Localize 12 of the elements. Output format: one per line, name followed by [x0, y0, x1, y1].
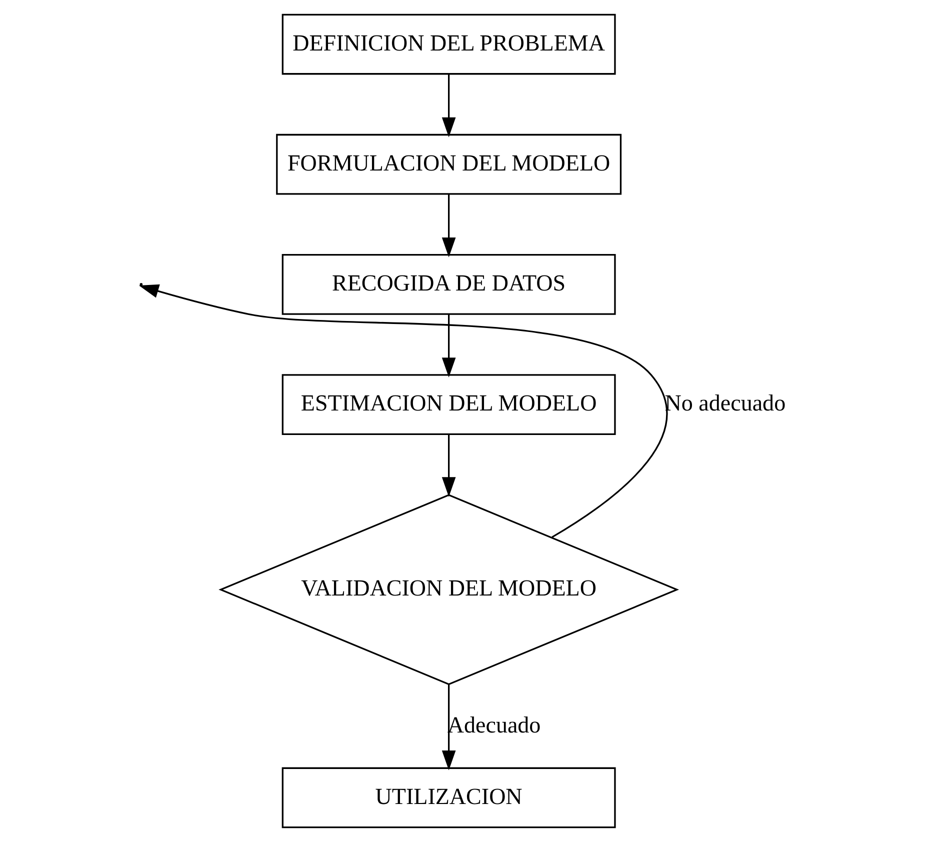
node-box: DEFINICION DEL PROBLEMA	[282, 14, 616, 75]
node-box: ESTIMACION DEL MODELO	[282, 374, 616, 435]
arrow	[442, 74, 456, 138]
arrow	[442, 194, 456, 258]
arrow	[442, 314, 456, 378]
arrow	[138, 284, 668, 538]
node-diamond: VALIDACION DEL MODELO	[218, 494, 680, 686]
arrow	[442, 434, 456, 497]
arrow	[442, 684, 456, 770]
node-box: FORMULACION DEL MODELO	[276, 134, 622, 195]
node-box: UTILIZACION	[282, 767, 616, 828]
node-box: RECOGIDA DE DATOS	[282, 254, 616, 315]
